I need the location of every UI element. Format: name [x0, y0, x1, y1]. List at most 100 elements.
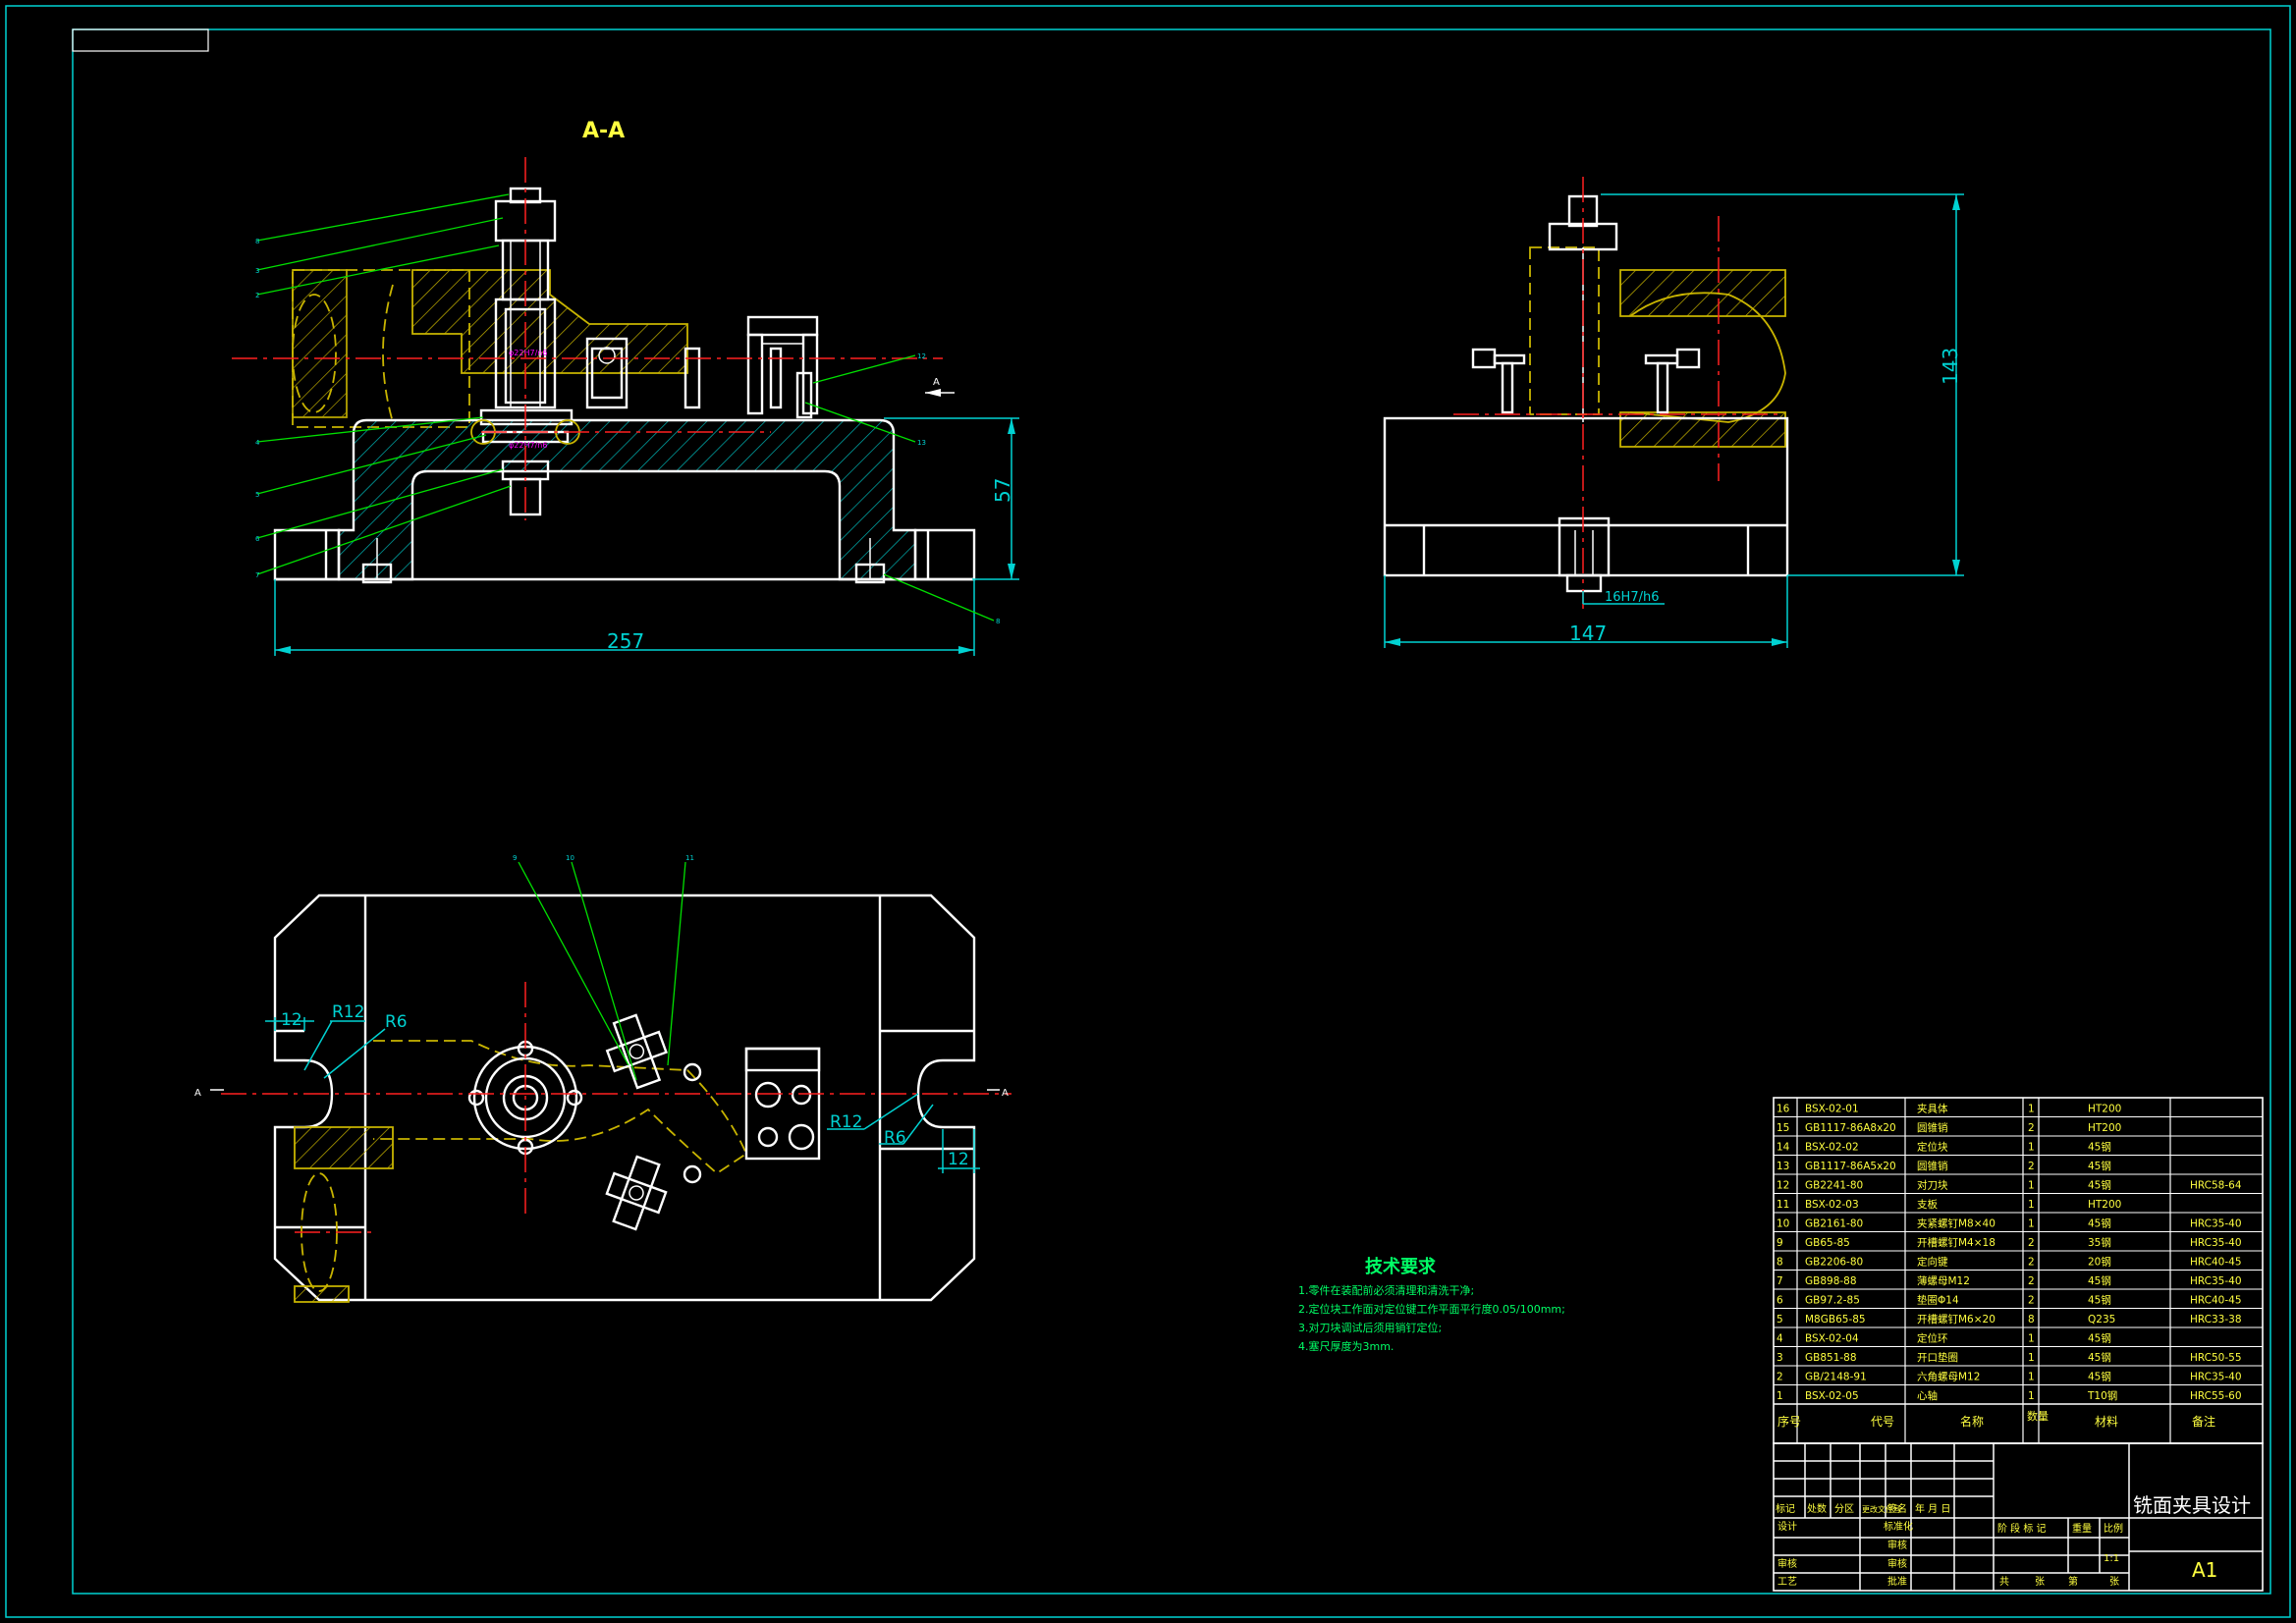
svg-text:批准: 批准: [1887, 1575, 1907, 1588]
dim-side-height: 143: [1939, 348, 1962, 385]
dim-r6-left: R6: [385, 1012, 408, 1032]
bom-cell-code: BSX-02-01: [1805, 1104, 1859, 1115]
bom-cell-qty: 1: [2028, 1390, 2035, 1402]
svg-text:φ22H7/n6: φ22H7/n6: [509, 349, 547, 357]
svg-text:审核: 审核: [1887, 1539, 1907, 1551]
bom-cell-qty: 1: [2028, 1142, 2035, 1154]
bom-cell-remark: HRC50-55: [2190, 1352, 2242, 1364]
bom-cell-code: GB2241-80: [1805, 1180, 1863, 1192]
bom-cell-code: BSX-02-02: [1805, 1142, 1859, 1154]
section-marker-top: A: [933, 377, 940, 388]
bom-cell-qty: 1: [2028, 1180, 2035, 1192]
svg-text:13: 13: [917, 439, 926, 447]
svg-text:11: 11: [685, 854, 694, 862]
bom-cell-qty: 1: [2028, 1218, 2035, 1230]
bom-cell-material: 45钢: [2088, 1351, 2111, 1364]
bom-cell-code: GB1117-86A5x20: [1805, 1161, 1896, 1172]
bom-cell-material: 35钢: [2088, 1236, 2111, 1249]
svg-text:张: 张: [2035, 1576, 2045, 1588]
bom-cell-code: GB97.2-85: [1805, 1295, 1860, 1307]
bom-cell-material: Q235: [2088, 1314, 2115, 1325]
svg-text:4: 4: [255, 439, 260, 447]
svg-text:比例: 比例: [2104, 1522, 2123, 1535]
svg-text:2.定位块工作面对定位键工作平面平行度0.05/100mm;: 2.定位块工作面对定位键工作平面平行度0.05/100mm;: [1298, 1302, 1565, 1316]
bom-cell-code: GB898-88: [1805, 1275, 1857, 1287]
bom-cell-remark: HRC40-45: [2190, 1257, 2242, 1269]
bom-cell-no: 12: [1777, 1180, 1789, 1192]
bom-cell-qty: 2: [2028, 1161, 2035, 1172]
bom-cell-code: GB2161-80: [1805, 1218, 1863, 1230]
bom-header-material: 材料: [2095, 1415, 2118, 1429]
bom-header-no: 序号: [1777, 1414, 1801, 1429]
svg-text:7: 7: [255, 571, 259, 579]
bom-cell-remark: HRC35-40: [2190, 1372, 2242, 1383]
svg-text:8: 8: [255, 238, 259, 245]
bom-cell-code: GB1117-86A8x20: [1805, 1122, 1896, 1134]
inner-frame: [72, 28, 2271, 1595]
svg-text:签名: 签名: [1887, 1502, 1907, 1515]
bom-header-code: 代号: [1871, 1415, 1894, 1429]
svg-text:3.对刀块调试后须用销钉定位;: 3.对刀块调试后须用销钉定位;: [1298, 1321, 1442, 1334]
svg-text:9: 9: [513, 854, 517, 862]
tech-requirements: 技术要求 1.零件在装配前必须清理和清洗干净; 2.定位块工作面对定位键工作平面…: [1298, 1256, 1565, 1353]
bom-cell-no: 15: [1777, 1122, 1789, 1134]
bom-cell-remark: HRC35-40: [2190, 1237, 2242, 1249]
bom-cell-qty: 1: [2028, 1199, 2035, 1211]
dim-r12-left: R12: [332, 1002, 364, 1022]
svg-text:5: 5: [255, 491, 259, 499]
bom-cell-remark: HRC35-40: [2190, 1275, 2242, 1287]
svg-text:工艺: 工艺: [1777, 1576, 1797, 1588]
dim-r6-right: R6: [884, 1128, 906, 1148]
sheet-size: A1: [2192, 1558, 2217, 1582]
dim-r12-right: R12: [830, 1112, 862, 1132]
bom-cell-name: 定向键: [1917, 1256, 1948, 1269]
svg-text:3: 3: [255, 267, 259, 275]
bom-cell-name: 支板: [1917, 1198, 1939, 1211]
bom-cell-remark: HRC55-60: [2190, 1390, 2242, 1402]
svg-text:1.零件在装配前必须清理和清洗干净;: 1.零件在装配前必须清理和清洗干净;: [1298, 1283, 1474, 1297]
bom-header-name: 名称: [1960, 1414, 1984, 1429]
bom-cell-material: 45钢: [2088, 1160, 2111, 1172]
bom-cell-remark: HRC33-38: [2190, 1314, 2242, 1325]
bom-cell-no: 14: [1777, 1142, 1790, 1154]
dim-side-width: 147: [1569, 622, 1607, 645]
bom-cell-remark: HRC40-45: [2190, 1295, 2242, 1307]
bom-cell-name: 开槽螺钉M6×20: [1917, 1314, 1995, 1325]
bom-cell-code: GB/2148-91: [1805, 1372, 1867, 1383]
bom-cell-code: BSX-02-05: [1805, 1390, 1859, 1402]
bom-cell-name: 开口垫圈: [1917, 1351, 1958, 1364]
bom-cell-name: 夹紧螺钉M8×40: [1917, 1217, 1995, 1230]
svg-text:年 月 日: 年 月 日: [1915, 1502, 1950, 1515]
svg-text:标记: 标记: [1776, 1503, 1795, 1515]
bom-cell-code: BSX-02-03: [1805, 1199, 1859, 1211]
bom-cell-qty: 1: [2028, 1372, 2035, 1383]
svg-text:标准化: 标准化: [1884, 1520, 1913, 1533]
bom-cell-material: 20钢: [2088, 1256, 2111, 1269]
svg-text:12: 12: [917, 352, 926, 360]
bom-cell-material: 45钢: [2088, 1141, 2111, 1154]
svg-text:6: 6: [255, 535, 260, 543]
leaders-front: 8 3 2 4 5 6 7 12 13 8: [255, 193, 1000, 625]
bom-cell-no: 2: [1777, 1372, 1783, 1383]
svg-text:重量: 重量: [2072, 1522, 2092, 1535]
bom-cell-qty: 1: [2028, 1104, 2035, 1115]
bom-cell-qty: 1: [2028, 1352, 2035, 1364]
svg-text:第: 第: [2068, 1575, 2078, 1588]
svg-text:4.塞尺厚度为3mm.: 4.塞尺厚度为3mm.: [1298, 1339, 1394, 1353]
bom-cell-remark: HRC58-64: [2190, 1180, 2242, 1192]
bom-cell-remark: HRC35-40: [2190, 1218, 2242, 1230]
bom-cell-material: 45钢: [2088, 1274, 2111, 1287]
bom-cell-material: 45钢: [2088, 1179, 2111, 1192]
dim-slot-left: 12: [281, 1010, 302, 1030]
bom-cell-name: 圆锥销: [1917, 1160, 1948, 1172]
dim-height: 57: [991, 478, 1014, 503]
bom-cell-name: 定位块: [1917, 1141, 1948, 1154]
bom-cell-name: 心轴: [1917, 1389, 1938, 1402]
bom-cell-no: 10: [1777, 1218, 1789, 1230]
bom-cell-qty: 2: [2028, 1237, 2035, 1249]
bom-cell-qty: 2: [2028, 1122, 2035, 1134]
bom-cell-material: 45钢: [2088, 1332, 2111, 1345]
bom-cell-no: 1: [1777, 1390, 1783, 1402]
bom-cell-no: 9: [1777, 1237, 1783, 1249]
